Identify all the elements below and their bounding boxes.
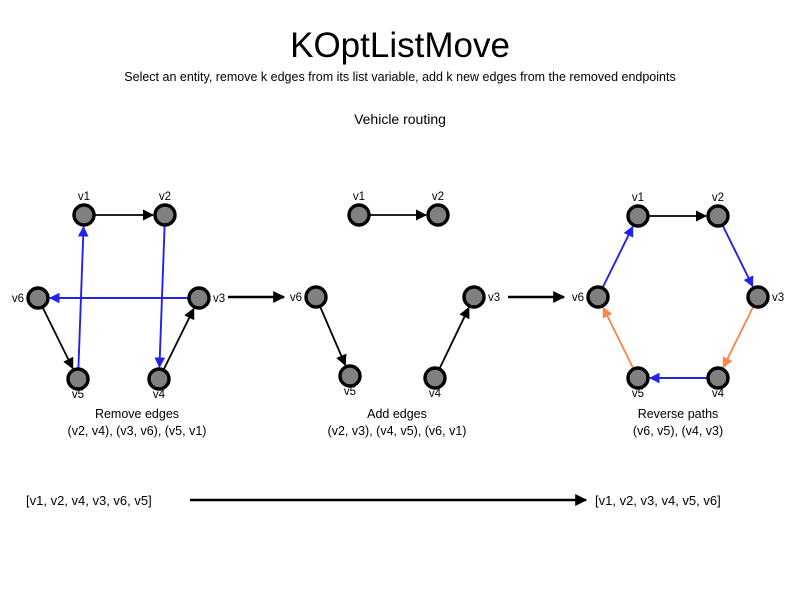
panel-caption-detail-add: (v2, v3), (v4, v5), (v6, v1) [328,424,467,438]
node-label-remove-v6: v6 [12,293,24,305]
section-label: Vehicle routing [354,111,446,127]
edge-remove-v2-to-v4 [154,225,166,369]
page-subtitle: Select an entity, remove k edges from it… [124,70,676,84]
node-reverse-v1[interactable] [626,204,650,228]
node-label-add-v6: v6 [290,292,302,304]
node-label-reverse-v3: v3 [772,292,784,304]
node-reverse-v6[interactable] [586,285,610,309]
node-remove-v4[interactable] [147,367,171,391]
edge-reverse-v2-to-v3 [722,225,754,288]
node-remove-v2[interactable] [153,203,177,227]
node-reverse-v3[interactable] [746,285,770,309]
edge-remove-v5-to-v1 [77,225,89,369]
edge-remove-v4-to-v3 [163,307,195,370]
node-label-reverse-v5: v5 [632,388,644,400]
node-add-v2[interactable] [426,203,450,227]
panel-caption-title-reverse: Reverse paths [638,407,719,421]
node-add-v4[interactable] [423,366,447,390]
panel-caption-detail-remove: (v2, v4), (v3, v6), (v5, v1) [68,424,207,438]
node-label-add-v2: v2 [432,191,444,203]
node-label-reverse-v6: v6 [572,292,584,304]
edges-layer [42,209,754,384]
panel-caption-detail-reverse: (v6, v5), (v4, v3) [633,424,723,438]
node-label-add-v5: v5 [344,386,356,398]
node-label-reverse-v4: v4 [712,388,725,400]
edge-reverse-v6-to-v1 [602,225,634,288]
edge-remove-v6-to-v5 [42,307,74,370]
node-label-add-v3: v3 [488,292,500,304]
node-label-remove-v1: v1 [78,191,90,203]
node-remove-v6[interactable] [26,286,50,310]
node-label-reverse-v1: v1 [632,192,644,204]
panel-captions-layer: Remove edges (v2, v4), (v3, v6), (v5, v1)… [68,407,724,438]
node-label-add-v4: v4 [429,388,442,400]
node-reverse-v5[interactable] [626,366,650,390]
footer-list-after: [v1, v2, v3, v4, v5, v6] [595,493,721,508]
node-label-reverse-v2: v2 [712,192,724,204]
panel-caption-title-remove: Remove edges [95,407,179,421]
node-add-v5[interactable] [338,364,362,388]
node-label-remove-v4: v4 [153,389,166,401]
node-reverse-v2[interactable] [706,204,730,228]
node-remove-v5[interactable] [66,367,90,391]
page-title: KOptListMove [290,26,510,65]
node-label-remove-v2: v2 [159,191,171,203]
panel-caption-title-add: Add edges [367,407,427,421]
node-label-remove-v3: v3 [213,293,225,305]
edge-add-v4-to-v3 [438,306,470,369]
edge-add-v6-to-v5 [319,306,347,367]
node-remove-v1[interactable] [72,203,96,227]
edge-reverse-v5-to-v6 [602,306,634,369]
nodes-layer [26,203,770,391]
node-add-v1[interactable] [347,203,371,227]
node-labels-layer: v1 v2 v3 v4 v5 v6 v1 v2 v3 v4 v5 v6 v1 v2 v3 v4 v5 v6 [12,191,784,401]
footer-layer: [v1, v2, v4, v3, v6, v5] [v1, v2, v3, v4,… [26,493,721,508]
edge-reverse-v3-to-v4 [722,306,754,369]
footer-list-before: [v1, v2, v4, v3, v6, v5] [26,493,152,508]
node-label-add-v1: v1 [353,191,365,203]
node-label-remove-v5: v5 [72,389,84,401]
node-reverse-v4[interactable] [706,366,730,390]
node-remove-v3[interactable] [187,286,211,310]
node-add-v3[interactable] [462,285,486,309]
node-add-v6[interactable] [304,285,328,309]
